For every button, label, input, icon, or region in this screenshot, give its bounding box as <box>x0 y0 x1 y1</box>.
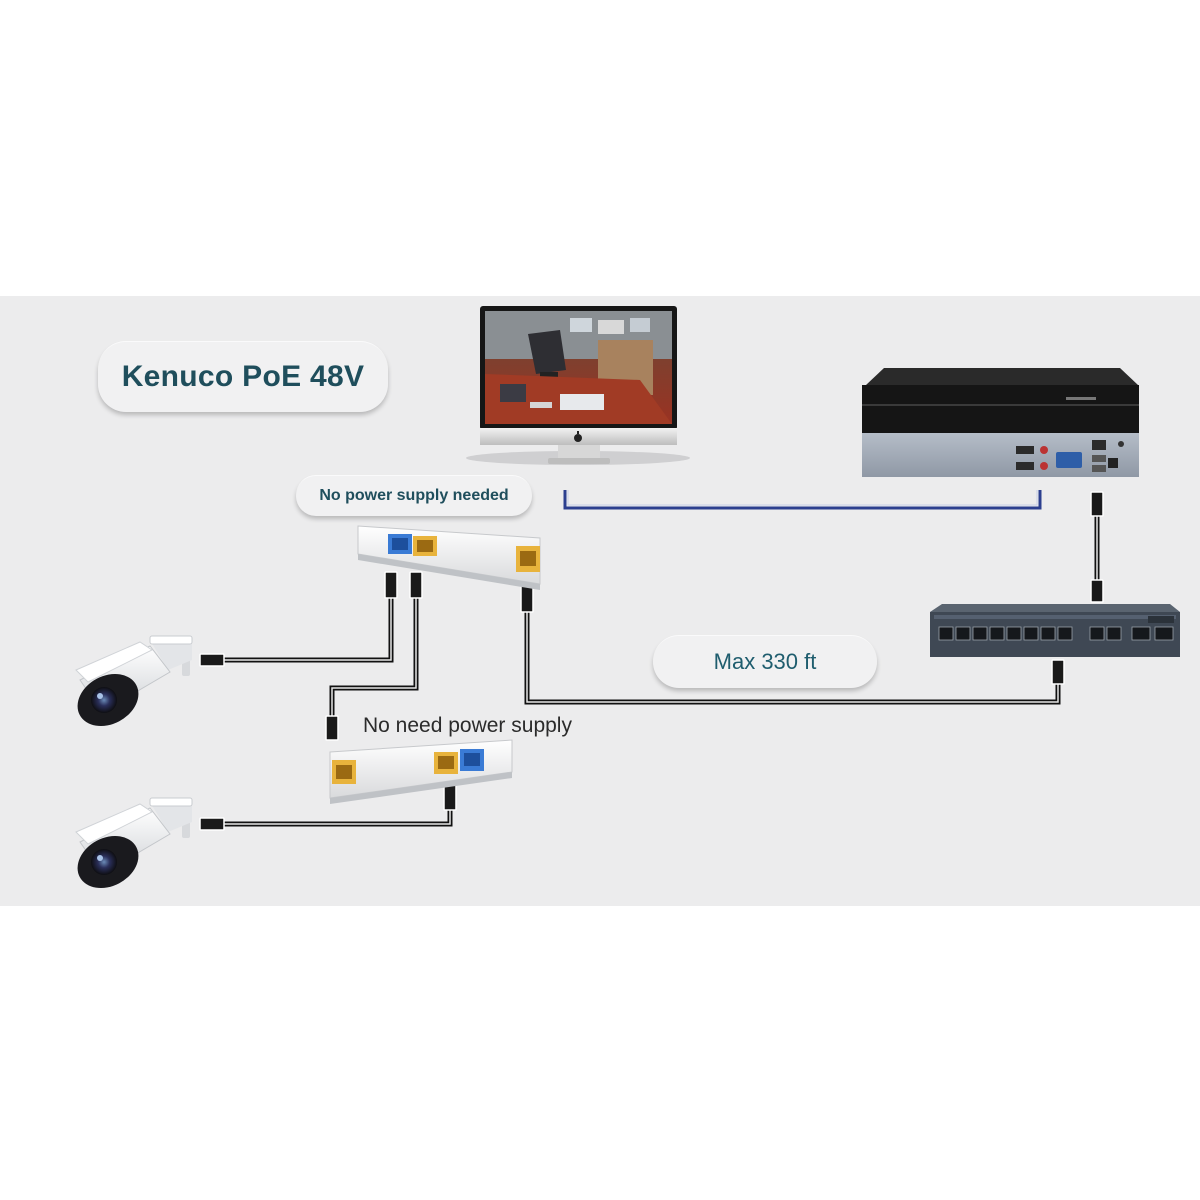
poe-extender-bottom-icon <box>329 739 513 804</box>
title-label: Kenuco PoE 48V <box>98 342 388 412</box>
cascade-cable <box>329 590 419 718</box>
camera-top-cable <box>215 590 394 663</box>
no-power-supply-label: No power supply needed <box>296 476 532 516</box>
bullet-camera-top-icon <box>75 635 193 726</box>
apple-logo-icon <box>574 431 582 442</box>
rj45-plugs <box>199 491 1104 831</box>
no-need-power-supply-label: No need power supply <box>363 714 572 737</box>
nvr-recorder-icon <box>862 368 1139 477</box>
video-cable <box>563 490 1042 510</box>
bullet-camera-bottom-icon <box>75 797 193 888</box>
poe-extender-top-icon <box>357 525 541 590</box>
monitor-icon <box>466 306 690 465</box>
max-distance-label: Max 330 ft <box>653 636 877 688</box>
poe-switch-icon <box>930 604 1180 657</box>
